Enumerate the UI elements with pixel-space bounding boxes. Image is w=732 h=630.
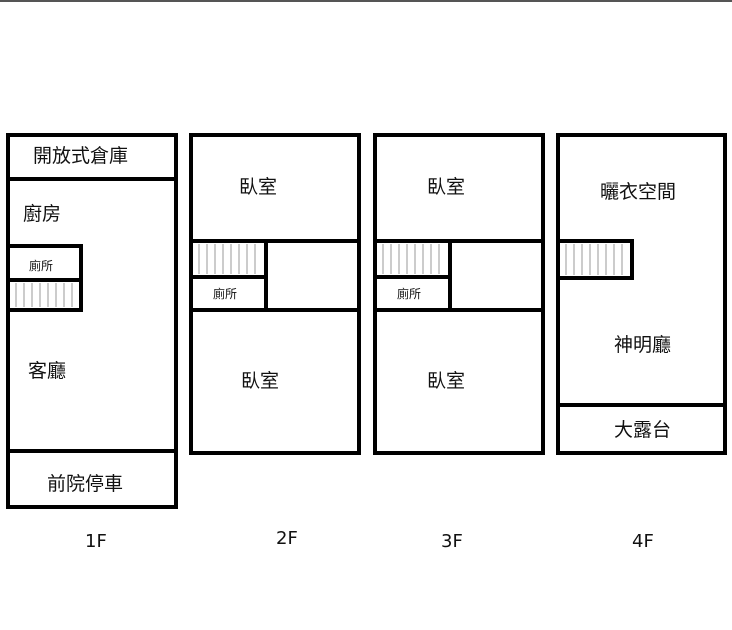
floor-2-stair-treads	[198, 244, 256, 274]
room-label-toilet: 廁所	[29, 259, 54, 273]
room-label-bedroom-front: 臥室	[239, 176, 278, 198]
room-label-shrine: 神明廳	[614, 334, 672, 356]
room-label-toilet: 廁所	[213, 287, 238, 301]
room-label-bedroom-front: 臥室	[427, 176, 466, 198]
room-label-toilet: 廁所	[397, 287, 422, 301]
floor-4-stair-box	[556, 239, 634, 280]
floor-label-1f: 1F	[85, 531, 107, 552]
room-label-kitchen: 廚房	[23, 203, 62, 225]
room-label-garage: 開放式倉庫	[33, 145, 129, 167]
floor-label-4f: 4F	[632, 531, 654, 552]
floor-3-outline	[373, 133, 545, 455]
floor-2-outline	[189, 133, 361, 455]
room-label-bedroom-rear: 臥室	[427, 370, 466, 392]
room-label-front-yard: 前院停車	[47, 473, 124, 495]
floor-1-stair-treads	[15, 283, 73, 307]
floor-3-stair-treads	[382, 244, 440, 274]
top-border-line	[0, 0, 732, 2]
room-label-laundry: 曬衣空間	[600, 181, 677, 203]
floor-4-outline	[556, 133, 727, 455]
floor-label-3f: 3F	[441, 531, 463, 552]
room-label-terrace: 大露台	[614, 419, 672, 441]
room-label-living: 客廳	[28, 360, 67, 382]
floor-1-outline	[6, 133, 178, 509]
floor-label-2f: 2F	[276, 528, 298, 549]
floor-4-stair-treads	[565, 244, 623, 275]
room-label-bedroom-rear: 臥室	[241, 370, 280, 392]
